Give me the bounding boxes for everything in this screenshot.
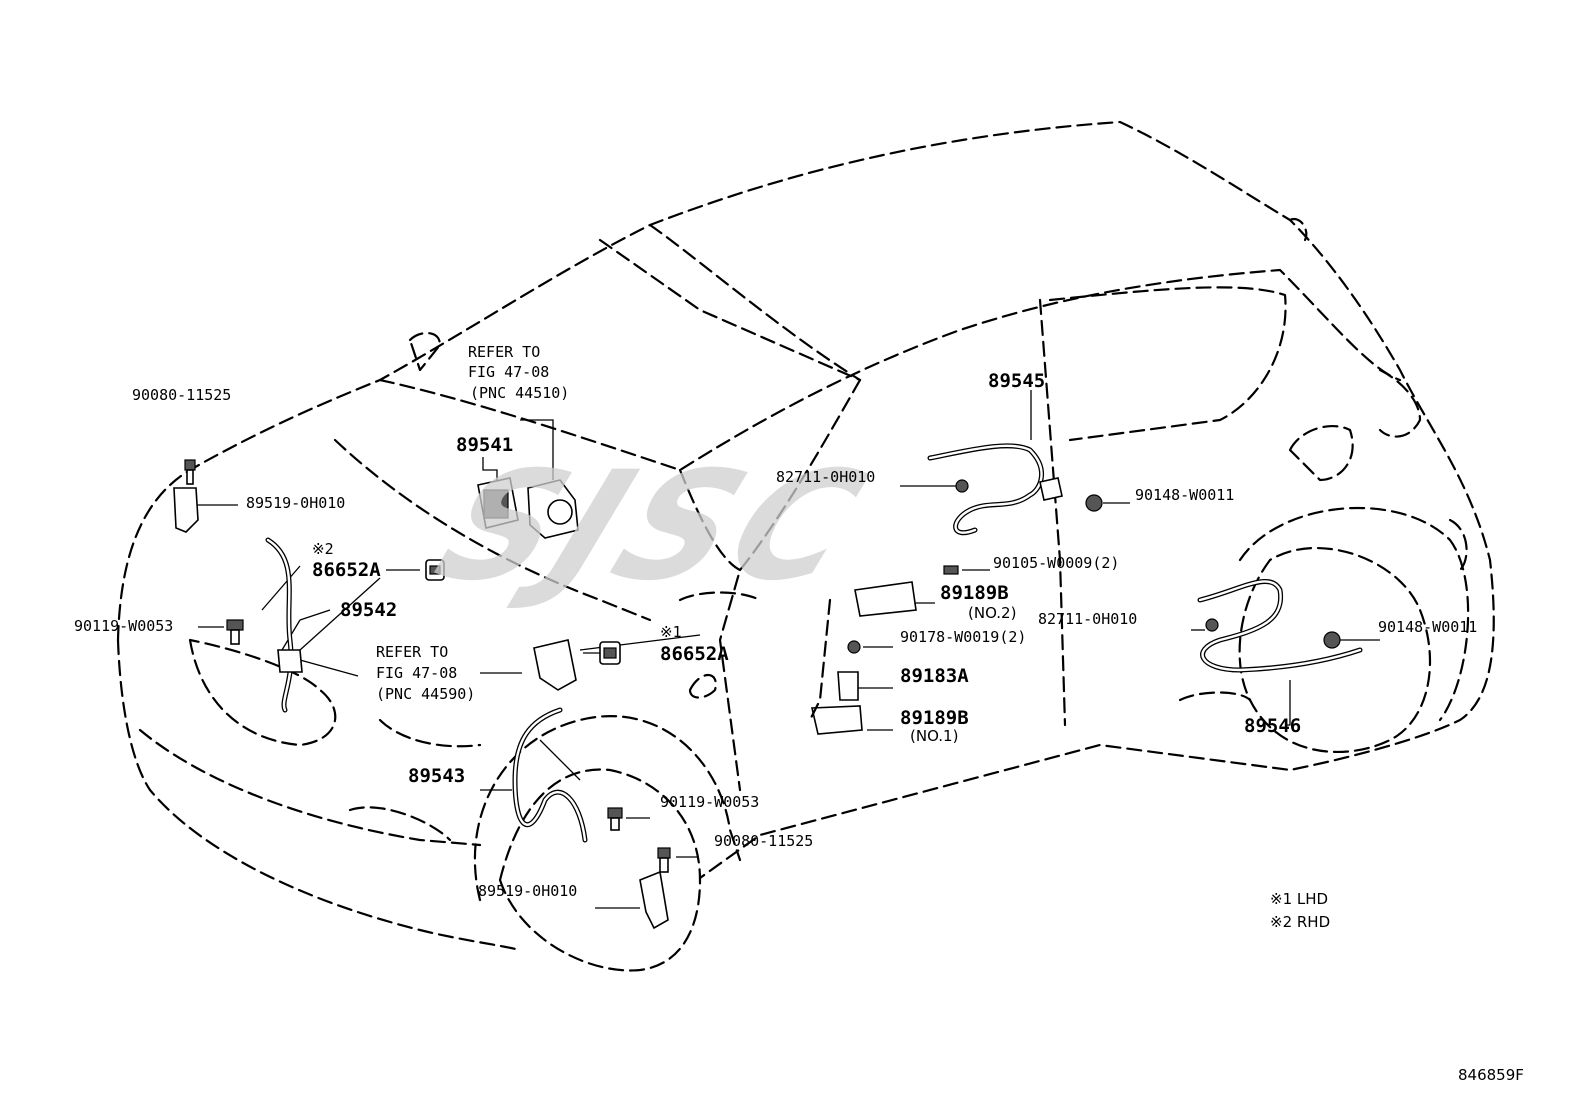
clip-86652A-left [425,559,445,581]
sensor-89542 [265,537,303,713]
part-label-89546[interactable]: 89546 [1244,715,1302,737]
sensor-89546 [1197,578,1363,673]
nut-90148-right [1323,631,1341,649]
refer-note-bottom-line2: FIG 47-08 [376,664,458,682]
bracket-89189B-no2 [854,581,917,617]
bolt-90080-bottom [657,847,671,873]
part-label-86652a-left[interactable]: 86652A [312,559,381,581]
part-label-90148-w0011-right[interactable]: 90148-W0011 [1378,618,1478,636]
part-label-89519-0h010-top[interactable]: 89519-0H010 [246,494,346,512]
part-label-90080-11525-top[interactable]: 90080-11525 [132,386,232,404]
clip-86652A-mid [599,641,621,665]
part-label-89189b-no1[interactable]: 89189B [900,707,969,729]
note-no1: (NO.1) [910,727,959,745]
refer-note-top-line2: FIG 47-08 [468,363,550,381]
part-label-89543[interactable]: 89543 [408,765,466,787]
screw-90105 [943,565,959,575]
watermark: SJSC [414,440,892,614]
bracket-89519-front [173,487,199,533]
rhd-mark: ※2 [312,540,334,558]
refer-note-bottom-line1: REFER TO [376,643,449,661]
note-no2: (NO.2) [968,604,1017,622]
bolt-90119-bottom [607,807,623,831]
part-label-82711-0h010-top[interactable]: 82711-0H010 [776,468,876,486]
refer-note-top-line3: (PNC 44510) [470,384,570,402]
part-label-89545[interactable]: 89545 [988,370,1046,392]
figure-id: 846859F [1458,1066,1524,1084]
legend-rhd: ※2 RHD [1270,913,1331,931]
sensor-89543 [512,707,588,843]
refer-note-bottom-line3: (PNC 44590) [376,685,476,703]
rear-frame-line [808,598,832,722]
sensor-89545 [927,443,1063,536]
part-label-90119-w0053-left[interactable]: 90119-W0053 [74,617,174,635]
lhd-mark: ※1 [660,623,682,641]
clamp-82711-top [955,479,969,493]
bolt-90119-left [226,619,244,645]
part-label-89183a[interactable]: 89183A [900,665,969,687]
legend-lhd: ※1 LHD [1270,890,1329,908]
part-label-89519-0h010-bottom[interactable]: 89519-0H010 [478,882,578,900]
part-label-89189b-no2[interactable]: 89189B [940,582,1009,604]
part-label-90105-w0009[interactable]: 90105-W0009(2) [993,554,1120,572]
part-label-89541[interactable]: 89541 [456,434,514,456]
part-label-89542[interactable]: 89542 [340,599,398,621]
bracket-89183A [837,671,859,701]
clamp-82711-right [1205,618,1219,632]
nut-90148-top [1085,494,1103,512]
refer-note-top-line1: REFER TO [468,343,541,361]
part-label-90178-w0019[interactable]: 90178-W0019(2) [900,628,1027,646]
part-label-90119-w0053-bottom[interactable]: 90119-W0053 [660,793,760,811]
nut-90178 [847,640,861,654]
bracket-89189B-no1 [811,705,863,735]
actuator-bracket [533,639,577,691]
part-label-90080-11525-bottom[interactable]: 90080-11525 [714,832,814,850]
car-body-outline [116,120,1495,972]
part-label-82711-0h010-right[interactable]: 82711-0H010 [1038,610,1138,628]
part-label-86652a-mid[interactable]: 86652A [660,643,729,665]
abs-ecu-89541 [477,477,519,529]
bracket-89519-rear [639,870,669,930]
bolt-90080-front [184,459,196,485]
part-label-90148-w0011-top[interactable]: 90148-W0011 [1135,486,1235,504]
abs-actuator [527,479,579,539]
